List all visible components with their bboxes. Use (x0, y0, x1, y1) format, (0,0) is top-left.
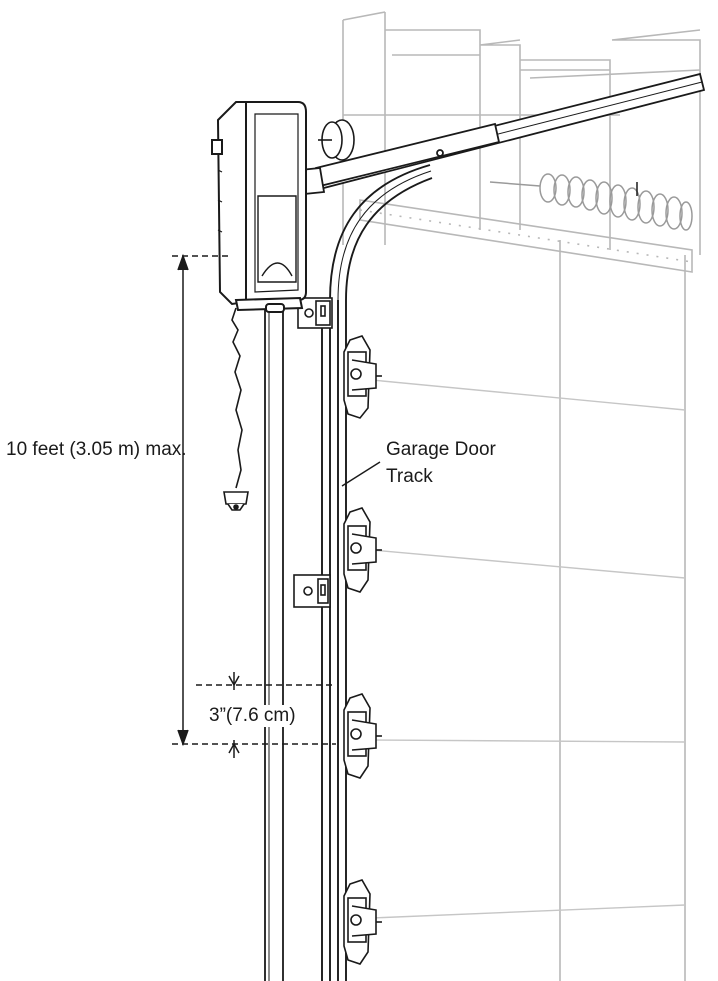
clearance-dimension (172, 672, 336, 758)
torsion-spring (489, 173, 693, 231)
height-dimension (172, 253, 232, 747)
cable-drum (318, 119, 355, 161)
max-height-label: 10 feet (3.05 m) max. (6, 439, 187, 460)
door-panel-lines (371, 379, 686, 919)
clearance-label: 3”(7.6 cm) (207, 705, 298, 727)
roller-hinge-3 (343, 693, 382, 779)
track-leader-line (341, 461, 381, 487)
release-cord (223, 307, 249, 511)
track-bracket-middle (293, 574, 331, 608)
track-label-line1: Garage Door (386, 439, 496, 460)
roller-hinge-4 (343, 879, 382, 965)
support-rail (298, 72, 706, 195)
wall-jamb (264, 300, 284, 981)
roller-hinge-2 (343, 507, 382, 593)
roller-hinge-1 (343, 335, 382, 419)
track-bracket-top (297, 297, 333, 329)
garage-door-track (321, 164, 433, 981)
track-label-line2: Track (386, 466, 433, 487)
opener-motor-unit (211, 101, 307, 313)
